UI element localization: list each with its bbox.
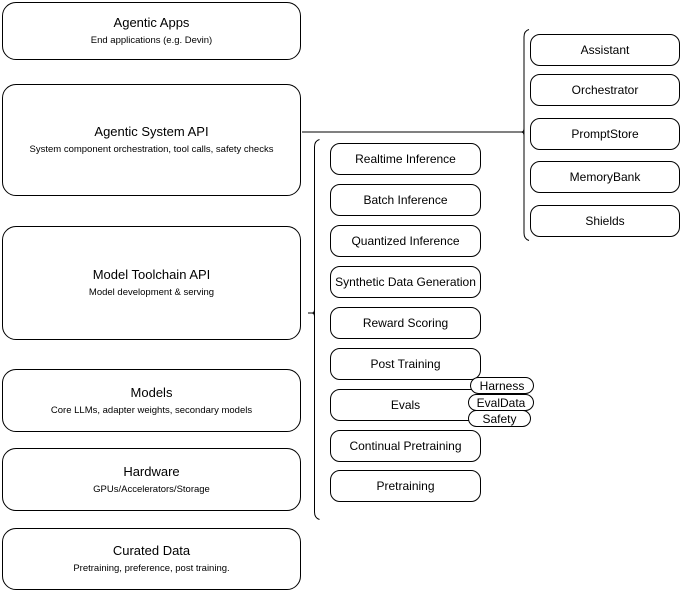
eval-badge-evaldata[interactable]: EvalData (468, 394, 534, 411)
layer-title: Model Toolchain API (92, 267, 211, 282)
component-memorybank[interactable]: MemoryBank (530, 161, 680, 193)
layer-title: Agentic System API (94, 124, 209, 139)
layer-models[interactable]: Models Core LLMs, adapter weights, secon… (2, 369, 301, 432)
eval-badge-label: Harness (479, 378, 525, 393)
capability-label: Continual Pretraining (349, 439, 462, 453)
capability-pretraining[interactable]: Pretraining (330, 470, 481, 502)
capability-quantized-inference[interactable]: Quantized Inference (330, 225, 481, 257)
eval-badge-label: EvalData (476, 395, 526, 410)
eval-badge-label: Safety (482, 411, 517, 426)
layer-subtitle: System component orchestration, tool cal… (29, 144, 274, 155)
layer-agentic-apps[interactable]: Agentic Apps End applications (e.g. Devi… (2, 2, 301, 60)
capability-label: Quantized Inference (351, 234, 460, 248)
layer-title: Agentic Apps (113, 15, 190, 30)
component-promptstore[interactable]: PromptStore (530, 118, 680, 150)
component-assistant[interactable]: Assistant (530, 34, 680, 66)
capability-label: Reward Scoring (362, 316, 449, 330)
capability-label: Batch Inference (363, 193, 448, 207)
capability-label: Pretraining (376, 479, 435, 493)
layer-model-toolchain-api[interactable]: Model Toolchain API Model development & … (2, 226, 301, 340)
layer-subtitle: Pretraining, preference, post training. (73, 563, 230, 574)
capability-batch-inference[interactable]: Batch Inference (330, 184, 481, 216)
layer-agentic-system-api[interactable]: Agentic System API System component orch… (2, 84, 301, 196)
capability-label: Synthetic Data Generation (335, 275, 476, 289)
capability-reward-scoring[interactable]: Reward Scoring (330, 307, 481, 339)
component-label: Orchestrator (571, 83, 639, 97)
component-label: MemoryBank (569, 170, 641, 184)
capability-post-training[interactable]: Post Training (330, 348, 481, 380)
eval-badge-harness[interactable]: Harness (470, 377, 534, 394)
layer-title: Models (130, 384, 173, 400)
capability-label: Post Training (370, 357, 441, 371)
component-label: Assistant (580, 43, 630, 57)
component-orchestrator[interactable]: Orchestrator (530, 74, 680, 106)
layer-subtitle: GPUs/Accelerators/Storage (93, 483, 210, 495)
capability-label: Evals (390, 398, 421, 412)
component-label: Shields (585, 214, 625, 228)
capability-synthetic-data-generation[interactable]: Synthetic Data Generation (330, 266, 481, 298)
components-brace (517, 29, 530, 241)
layer-title: Curated Data (112, 543, 191, 558)
capability-continual-pretraining[interactable]: Continual Pretraining (330, 430, 481, 462)
layer-subtitle: Core LLMs, adapter weights, secondary mo… (50, 404, 253, 416)
layer-curated-data[interactable]: Curated Data Pretraining, preference, po… (2, 528, 301, 590)
layer-subtitle: Model development & serving (88, 287, 215, 298)
toolchain-brace (308, 139, 320, 520)
layer-title: Hardware (123, 463, 180, 479)
eval-badge-safety[interactable]: Safety (468, 410, 531, 427)
capability-evals[interactable]: Evals (330, 389, 481, 421)
layer-hardware[interactable]: Hardware GPUs/Accelerators/Storage (2, 448, 301, 511)
layer-subtitle: End applications (e.g. Devin) (90, 35, 213, 46)
component-label: PromptStore (571, 127, 639, 141)
component-shields[interactable]: Shields (530, 205, 680, 237)
capability-label: Realtime Inference (355, 152, 456, 166)
capability-realtime-inference[interactable]: Realtime Inference (330, 143, 481, 175)
